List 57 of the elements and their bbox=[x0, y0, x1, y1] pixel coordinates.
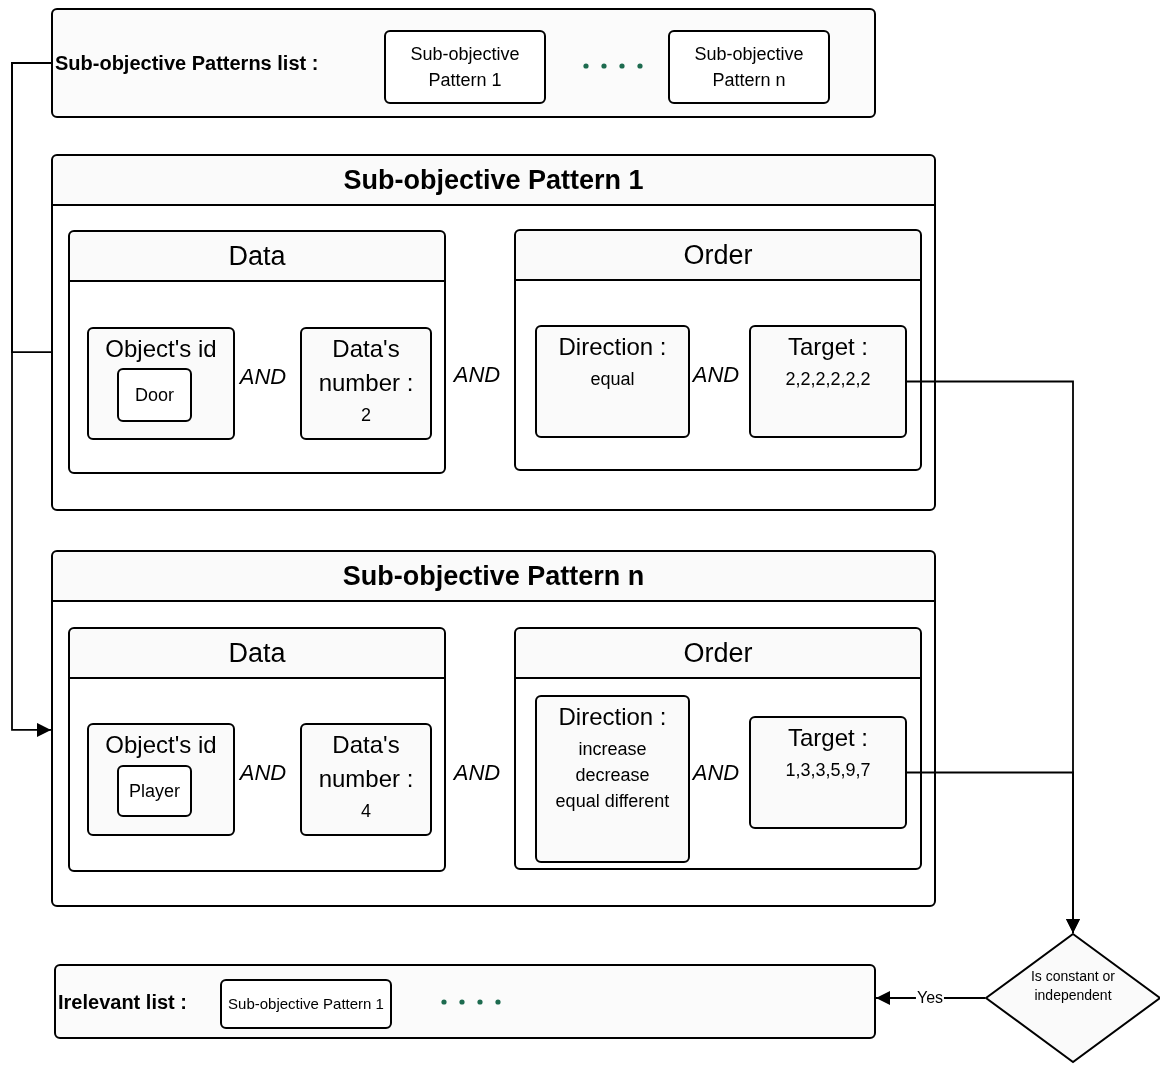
field-box bbox=[749, 325, 907, 438]
field-box bbox=[749, 716, 907, 829]
field-value: 1,3,3,5,9,7 bbox=[785, 759, 871, 782]
field-box bbox=[535, 695, 690, 863]
pattern-box bbox=[668, 30, 830, 104]
field-value: 4 bbox=[361, 800, 371, 823]
section-title: Order bbox=[683, 238, 753, 272]
field-label: Direction : bbox=[558, 332, 667, 362]
field-value: equal bbox=[590, 368, 635, 391]
list-heading: Sub-objective Patterns list : bbox=[55, 51, 319, 76]
field-box bbox=[300, 327, 432, 440]
arrow bbox=[11, 62, 52, 737]
pattern-label: Sub-objective Pattern n bbox=[693, 43, 805, 92]
value-box bbox=[117, 765, 192, 817]
field-label: Direction : bbox=[558, 702, 667, 732]
field-box bbox=[87, 723, 235, 836]
and-operator: AND bbox=[453, 360, 501, 389]
pattern-box bbox=[220, 979, 392, 1029]
section-title: Data bbox=[228, 636, 286, 670]
value-text: Door bbox=[135, 383, 174, 407]
and-operator: AND bbox=[453, 758, 501, 787]
section-panel bbox=[68, 627, 446, 872]
pattern-box bbox=[384, 30, 546, 104]
pattern-label: Sub-objective Pattern 1 bbox=[409, 43, 521, 92]
and-operator: AND bbox=[239, 758, 287, 787]
value-text: Player bbox=[129, 779, 180, 803]
value-box bbox=[117, 368, 192, 422]
section-title: Order bbox=[683, 636, 753, 670]
field-label: Target : bbox=[787, 332, 868, 362]
field-box bbox=[535, 325, 690, 438]
field-box bbox=[87, 327, 235, 440]
pattern-container bbox=[51, 550, 936, 907]
field-label: Data's number : bbox=[317, 730, 415, 794]
field-label: Object's id bbox=[105, 730, 217, 760]
field-value: 2,2,2,2,2,2 bbox=[785, 368, 871, 391]
field-value: 2 bbox=[361, 404, 371, 427]
list-heading: Irelevant list : bbox=[58, 989, 187, 1015]
field-label: Object's id bbox=[105, 334, 217, 364]
list-panel bbox=[54, 964, 876, 1039]
and-operator: AND bbox=[692, 758, 740, 787]
field-box bbox=[300, 723, 432, 836]
section-title: Data bbox=[228, 239, 286, 273]
pattern-title: Sub-objective Pattern n bbox=[342, 559, 645, 593]
pattern-label: Sub-objective Pattern 1 bbox=[228, 993, 384, 1014]
field-label: Data's number : bbox=[317, 334, 415, 398]
and-operator: AND bbox=[692, 360, 740, 389]
arrow bbox=[906, 771, 1080, 934]
list-panel bbox=[51, 8, 876, 118]
and-operator: AND bbox=[239, 362, 287, 391]
pattern-title: Sub-objective Pattern 1 bbox=[343, 163, 644, 197]
section-panel bbox=[514, 627, 922, 870]
section-panel bbox=[514, 229, 922, 471]
pattern-container bbox=[51, 154, 936, 511]
section-panel bbox=[68, 230, 446, 474]
field-value: increase decrease equal different bbox=[554, 738, 671, 813]
decision-text: Is constant or independent bbox=[1029, 967, 1116, 1005]
field-label: Target : bbox=[787, 723, 868, 753]
